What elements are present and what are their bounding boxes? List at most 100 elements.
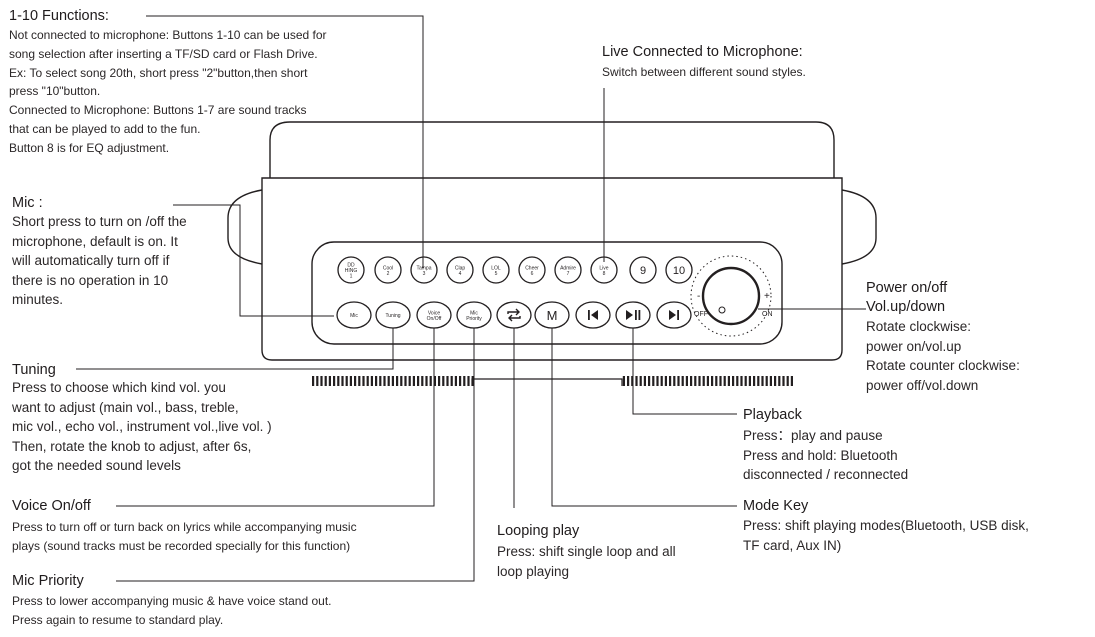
- bottom-button-label: M: [547, 308, 558, 323]
- grille-slot: [782, 376, 785, 386]
- tuning-title: Tuning: [12, 362, 56, 378]
- mic-leader: [173, 204, 334, 317]
- voice-line: Press to turn off or turn back on lyrics…: [12, 520, 357, 534]
- bottom-button-m[interactable]: M: [534, 301, 570, 329]
- grille-slot: [383, 376, 386, 386]
- grille-slot: [753, 376, 756, 386]
- top-button-ring: [482, 256, 510, 284]
- grille-slot: [723, 376, 726, 386]
- loop-button[interactable]: [496, 301, 532, 329]
- knob-off-label: OFF: [694, 311, 708, 318]
- top-button-label: Tampa: [416, 265, 431, 271]
- play-pause-button[interactable]: [615, 301, 651, 329]
- speaker-grille: [312, 376, 793, 386]
- grille-slot: [442, 376, 445, 386]
- top-button-ring: [518, 256, 546, 284]
- grille-slot: [429, 376, 432, 386]
- playback-line: Press：play and pause: [743, 428, 883, 443]
- playback-title: Playback: [743, 407, 802, 423]
- top-button-10[interactable]: 10: [665, 256, 693, 284]
- grille-slot: [471, 376, 474, 386]
- priority-line: Press again to resume to standard play.: [12, 612, 224, 627]
- grille-slot: [316, 376, 319, 386]
- grille-slot: [408, 376, 411, 386]
- bottom-button-label: Voice: [428, 310, 440, 316]
- voice-leader: [116, 328, 435, 507]
- grille-slot: [715, 376, 718, 386]
- volume-knob: [701, 266, 761, 326]
- top-button-ring: [446, 256, 474, 284]
- top-button-label: 6: [531, 271, 534, 277]
- grille-slot: [354, 376, 357, 386]
- bottom-button-tuning[interactable]: Tuning: [375, 301, 411, 329]
- grille-slot: [685, 376, 688, 386]
- bottom-button-ring: [496, 301, 532, 329]
- playback-line: Press and hold: Bluetooth: [743, 447, 898, 463]
- left-handle: [227, 189, 263, 265]
- grille-slot: [358, 376, 361, 386]
- top-button-label: 8: [603, 271, 606, 277]
- grille-slot: [454, 376, 457, 386]
- grille-slot: [400, 376, 403, 386]
- previous-button[interactable]: [575, 301, 611, 329]
- grille-slot: [349, 376, 352, 386]
- grille-slot: [719, 376, 722, 386]
- mic-line: Short press to turn on /off the: [12, 214, 187, 229]
- priority-line: Press to lower accompanying music & have…: [12, 594, 332, 608]
- grille-slot: [736, 376, 739, 386]
- bottom-button-label: Mic: [350, 313, 358, 319]
- bottom-button-ring: [336, 301, 372, 329]
- mode-line: Press: shift playing modes(Bluetooth, US…: [743, 518, 1029, 533]
- top-button-label: DD: [347, 263, 355, 269]
- play-pause-icon: [626, 310, 641, 320]
- power-title-line: Vol.up/down: [866, 299, 946, 315]
- grille-slot: [673, 376, 676, 386]
- grille-slot: [345, 376, 348, 386]
- power-line: power off/vol.down: [866, 377, 979, 393]
- voice-title: Voice On/off: [12, 498, 91, 514]
- grille-slot: [622, 376, 625, 386]
- grille-slot: [362, 376, 365, 386]
- next-button[interactable]: [656, 301, 692, 329]
- grille-slot: [660, 376, 663, 386]
- grille-slot: [652, 376, 655, 386]
- top-button-ring: [665, 256, 693, 284]
- next-icon: [669, 310, 679, 320]
- grille-slot: [639, 376, 642, 386]
- previous-icon: [588, 310, 598, 320]
- top-button-label: LOL: [491, 265, 501, 271]
- bottom-button-mic[interactable]: Mic: [336, 301, 372, 329]
- tuning-line: mic vol., echo vol., instrument vol.,liv…: [12, 419, 272, 434]
- priority-description: Press to lower accompanying music & have…: [12, 592, 332, 630]
- live-title: Live Connected to Microphone:: [602, 44, 803, 60]
- grille-slot: [425, 376, 428, 386]
- grille-slot: [421, 376, 424, 386]
- right-handle: [841, 189, 877, 265]
- bottom-button-label: Priority: [466, 316, 482, 322]
- grille-slot: [366, 376, 369, 386]
- tuning-line: got the needed sound levels: [12, 458, 181, 473]
- tuning-line: want to adjust (main vol., bass, treble,: [12, 399, 239, 415]
- functions-line: Connected to Microphone: Buttons 1-7 are…: [9, 103, 307, 118]
- mic-line: minutes.: [12, 292, 64, 307]
- functions-line: press "10"button.: [9, 84, 101, 99]
- grille-slot: [681, 376, 684, 386]
- grille-slot: [328, 376, 331, 386]
- functions-description: Not connected to microphone: Buttons 1-1…: [9, 26, 327, 158]
- looping-line: Press: shift single loop and all: [497, 544, 676, 559]
- top-button-label: 9: [640, 265, 646, 277]
- top-button-9[interactable]: 9: [629, 256, 657, 284]
- mode-description: Press: shift playing modes(Bluetooth, US…: [743, 516, 1029, 555]
